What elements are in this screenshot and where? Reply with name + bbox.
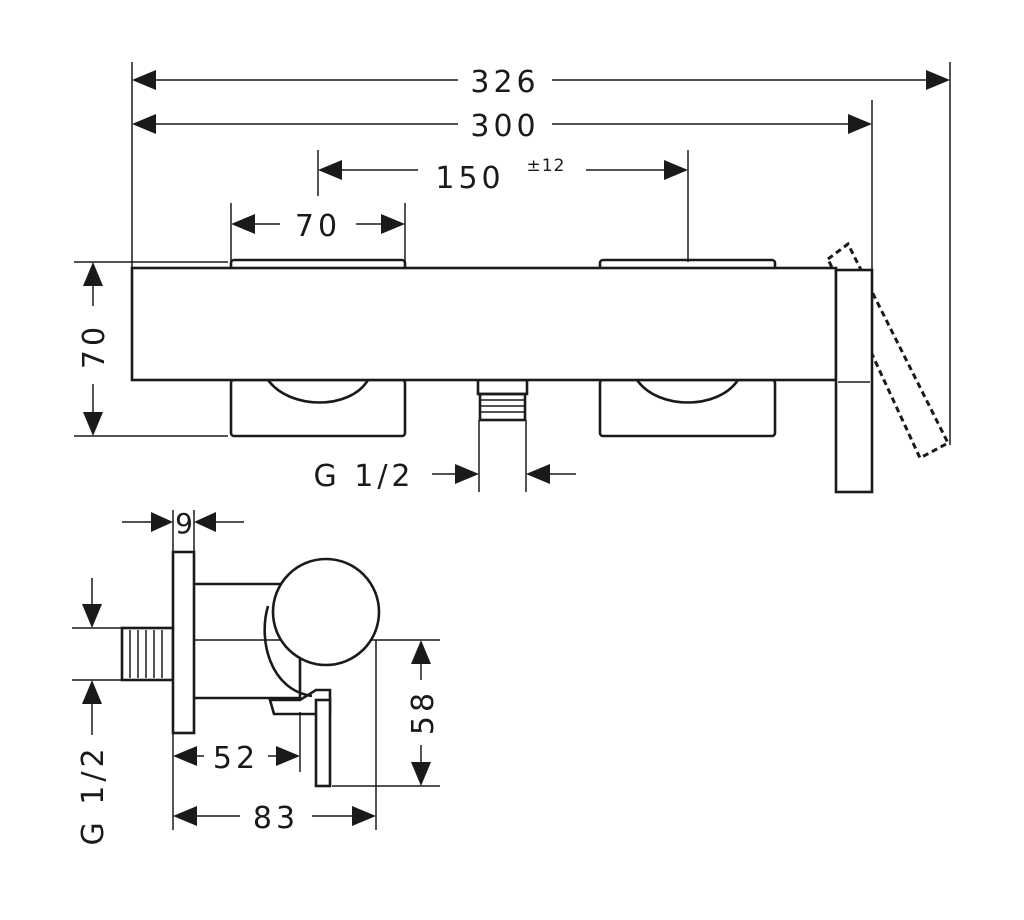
side-lever — [314, 698, 332, 788]
dim-label-g12-side: G 1/2 — [76, 744, 111, 845]
dim-outlet-depth: 52 — [173, 741, 300, 776]
dim-label-g12-front: G 1/2 — [313, 459, 414, 494]
dim-wall-plate: 9 — [122, 507, 244, 540]
dim-center-distance: 150 ±12 — [318, 156, 688, 196]
dim-total-depth: 83 — [173, 801, 376, 836]
dim-body-width: 300 — [132, 109, 872, 144]
dim-label-9: 9 — [175, 507, 197, 540]
outlet-connector — [476, 378, 529, 422]
dim-label-300: 300 — [470, 109, 539, 144]
front-view: 326 300 150 ±12 70 — [74, 62, 951, 494]
dim-label-70-horizontal: 70 — [295, 209, 341, 244]
dim-label-83: 83 — [253, 801, 299, 836]
dim-outlet-height: 58 — [406, 640, 441, 786]
side-view: 9 G 1/2 58 52 — [72, 507, 441, 846]
dim-label-58: 58 — [406, 689, 441, 735]
dim-body-height: 70 — [77, 262, 112, 436]
dim-side-thread: G 1/2 — [76, 578, 111, 846]
lever-swing-outline — [826, 241, 950, 461]
dim-label-326: 326 — [470, 65, 539, 100]
side-wall-plate — [171, 550, 196, 735]
lever — [834, 268, 874, 494]
side-handle-rim — [263, 605, 313, 698]
dim-outlet-thread: G 1/2 — [313, 459, 576, 494]
dim-label-52: 52 — [213, 741, 259, 776]
left-handle-block — [229, 378, 407, 438]
dim-tolerance: ±12 — [527, 156, 566, 176]
side-handle-disc — [271, 557, 381, 667]
mixer-body — [130, 266, 838, 382]
dim-label-150: 150 — [435, 161, 504, 196]
side-lever-base — [268, 688, 332, 716]
side-connection-thread — [120, 626, 175, 682]
dim-handle-width: 70 — [231, 209, 405, 244]
dim-overall-width: 326 — [132, 65, 950, 100]
right-handle-block — [598, 378, 777, 438]
dim-label-70-vertical: 70 — [77, 323, 112, 369]
